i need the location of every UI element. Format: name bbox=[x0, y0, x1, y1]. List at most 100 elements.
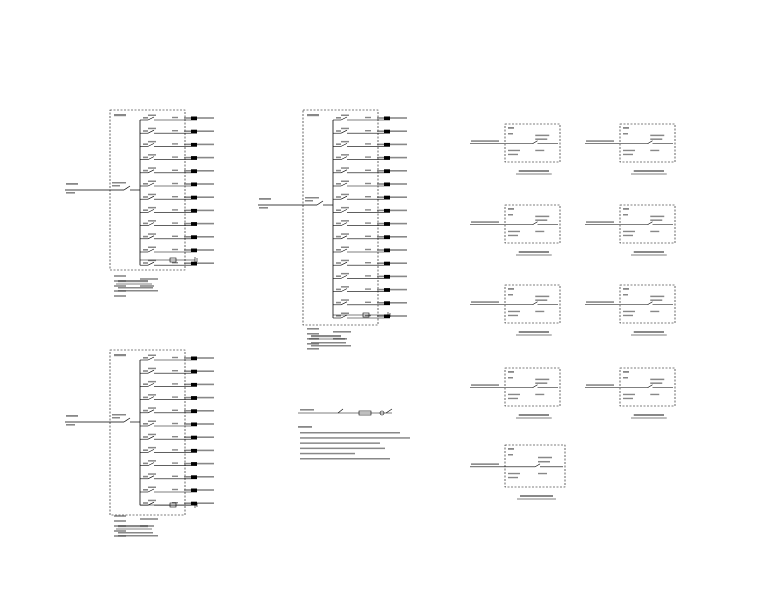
box-id bbox=[623, 208, 629, 210]
load-symbol bbox=[191, 156, 197, 160]
box-text bbox=[535, 393, 545, 396]
breaker-switch bbox=[147, 409, 155, 414]
breaker-switch bbox=[147, 449, 155, 453]
box-text bbox=[623, 310, 635, 313]
box-spec bbox=[535, 134, 550, 137]
cable-spec bbox=[184, 489, 214, 491]
circuit-row bbox=[140, 114, 214, 121]
distribution-panel bbox=[258, 109, 407, 350]
breaker-switch bbox=[340, 261, 348, 266]
small-distribution-boxes bbox=[470, 123, 676, 500]
box-spec bbox=[535, 215, 550, 218]
phase-label bbox=[365, 196, 371, 198]
circuit-row bbox=[140, 486, 214, 493]
box-spec bbox=[535, 138, 548, 140]
breaker-switch bbox=[147, 383, 155, 387]
phase-label bbox=[172, 383, 178, 385]
panel-caption-note bbox=[118, 535, 158, 537]
legend-label bbox=[300, 409, 314, 411]
phase-label bbox=[172, 235, 178, 237]
circuit-id bbox=[336, 275, 341, 277]
breaker-spec bbox=[341, 246, 349, 248]
load-symbol bbox=[191, 501, 197, 506]
breaker-switch bbox=[147, 156, 155, 160]
circuit-id bbox=[336, 301, 341, 304]
distribution-panel bbox=[65, 109, 214, 297]
circuit-row bbox=[333, 180, 407, 187]
breaker-spec bbox=[341, 312, 349, 314]
box-spec bbox=[650, 382, 663, 384]
feeder-label bbox=[66, 183, 78, 185]
load-symbol bbox=[384, 288, 390, 292]
circuit-row bbox=[333, 193, 407, 200]
breaker-switch bbox=[340, 222, 348, 226]
box-text bbox=[623, 153, 633, 156]
breaker-switch bbox=[147, 143, 155, 147]
cable-spec bbox=[377, 249, 407, 251]
box-text bbox=[508, 230, 520, 233]
box-spec bbox=[650, 378, 665, 381]
note-line bbox=[300, 452, 355, 455]
panel-id-label bbox=[114, 114, 126, 117]
box-text bbox=[623, 314, 633, 317]
note-line bbox=[300, 442, 380, 444]
feed-spec bbox=[471, 384, 499, 386]
load-symbol bbox=[191, 129, 197, 134]
box-caption bbox=[518, 331, 549, 333]
phase-label bbox=[172, 209, 178, 211]
panel-caption-note bbox=[118, 287, 153, 289]
cable-spec bbox=[184, 423, 214, 425]
cable-spec bbox=[184, 370, 214, 372]
note-line bbox=[300, 437, 410, 439]
phase-label bbox=[172, 156, 178, 158]
panel-info-text bbox=[114, 530, 126, 532]
phase-label bbox=[172, 475, 178, 477]
breaker-spec bbox=[341, 154, 349, 156]
box-dashed-outline bbox=[504, 204, 561, 244]
breaker-spec bbox=[148, 193, 156, 196]
phase-label bbox=[172, 248, 178, 251]
panel-info-text bbox=[307, 343, 319, 345]
breaker-spec bbox=[341, 233, 349, 235]
load-symbol bbox=[191, 116, 197, 120]
circuit-id bbox=[336, 288, 341, 291]
circuit-id bbox=[336, 209, 341, 211]
breaker-spec bbox=[341, 299, 349, 301]
box-label bbox=[623, 377, 628, 379]
cable-spec bbox=[184, 436, 214, 438]
breaker-spec bbox=[148, 180, 156, 182]
circuit-row bbox=[140, 127, 214, 134]
spd-box bbox=[169, 502, 177, 508]
panel-caption bbox=[311, 335, 341, 338]
box-label bbox=[623, 294, 628, 296]
circuit-id bbox=[336, 235, 341, 238]
box-text bbox=[650, 393, 660, 396]
circuit-row bbox=[140, 154, 214, 160]
load-symbol bbox=[384, 142, 390, 147]
box-label bbox=[508, 133, 513, 135]
phase-label bbox=[172, 196, 178, 198]
circuit-row bbox=[140, 259, 214, 266]
breaker-switch bbox=[147, 116, 155, 121]
box-text bbox=[508, 153, 518, 156]
cable-spec bbox=[184, 130, 214, 132]
circuit-id bbox=[143, 396, 148, 399]
box-spec bbox=[535, 299, 548, 301]
load-symbol bbox=[191, 182, 197, 186]
legend-arrow bbox=[385, 408, 393, 414]
feed-spec bbox=[586, 301, 614, 303]
circuit-id bbox=[143, 423, 148, 425]
circuit-row bbox=[140, 499, 214, 506]
box-switch bbox=[532, 140, 538, 145]
feeder-label bbox=[259, 198, 271, 200]
box-spec bbox=[535, 295, 550, 298]
breaker-spec bbox=[341, 259, 349, 262]
box-text bbox=[535, 149, 545, 152]
circuit-row bbox=[333, 140, 407, 147]
main-switch bbox=[123, 185, 131, 191]
circuit-row bbox=[333, 167, 407, 174]
cable-spec bbox=[377, 209, 407, 212]
box-spec bbox=[538, 460, 550, 463]
cable-spec bbox=[184, 449, 214, 452]
breaker-spec bbox=[341, 140, 349, 143]
